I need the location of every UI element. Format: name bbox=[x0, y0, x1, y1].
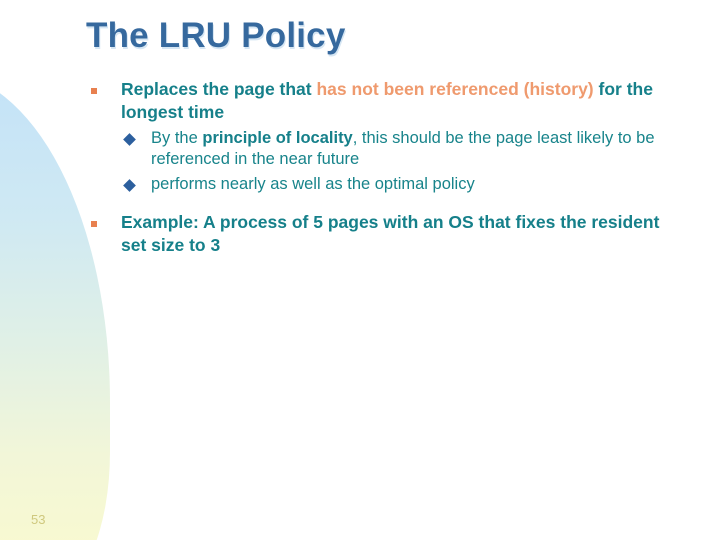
sub-bullet-2: performs nearly as well as the optimal p… bbox=[121, 174, 688, 195]
sub-1-seg-1: principle of locality bbox=[202, 129, 353, 147]
sub-1-seg-2: , this should be the page least likely t… bbox=[151, 129, 655, 168]
square-bullet-icon bbox=[91, 221, 97, 227]
sub-bullet-1: By the principle of locality, this shoul… bbox=[121, 128, 688, 170]
sub-bullet-1-text: By the principle of locality, this shoul… bbox=[151, 128, 688, 170]
bullet-item-1-text: Replaces the page that has not been refe… bbox=[121, 78, 688, 124]
bullet-item-1: Replaces the page that has not been refe… bbox=[88, 78, 688, 195]
square-bullet-icon bbox=[91, 88, 97, 94]
bullet-1-seg-2: for the longest time bbox=[121, 79, 653, 122]
page-number: 53 bbox=[31, 512, 46, 527]
diamond-bullet-icon bbox=[123, 133, 136, 146]
bullet-1-seg-1: has not been referenced (history) bbox=[316, 79, 594, 99]
diamond-bullet-icon bbox=[123, 179, 136, 192]
sub-1-seg-0: By the bbox=[151, 129, 203, 147]
replacement-policy-diagram: Page address stream OPT LRU 232152453252… bbox=[0, 300, 720, 530]
bullet-item-2: Example: A process of 5 pages with an OS… bbox=[88, 211, 688, 257]
bullet-spacer bbox=[88, 197, 688, 211]
bullet-list: Replaces the page that has not been refe… bbox=[88, 78, 688, 259]
bullet-1-sublist: By the principle of locality, this shoul… bbox=[121, 128, 688, 195]
bullet-item-2-text: Example: A process of 5 pages with an OS… bbox=[121, 212, 660, 255]
slide-title: The LRU Policy bbox=[86, 16, 346, 55]
bullet-1-seg-0: Replaces the page that bbox=[121, 79, 317, 99]
sub-bullet-2-text: performs nearly as well as the optimal p… bbox=[151, 175, 475, 193]
